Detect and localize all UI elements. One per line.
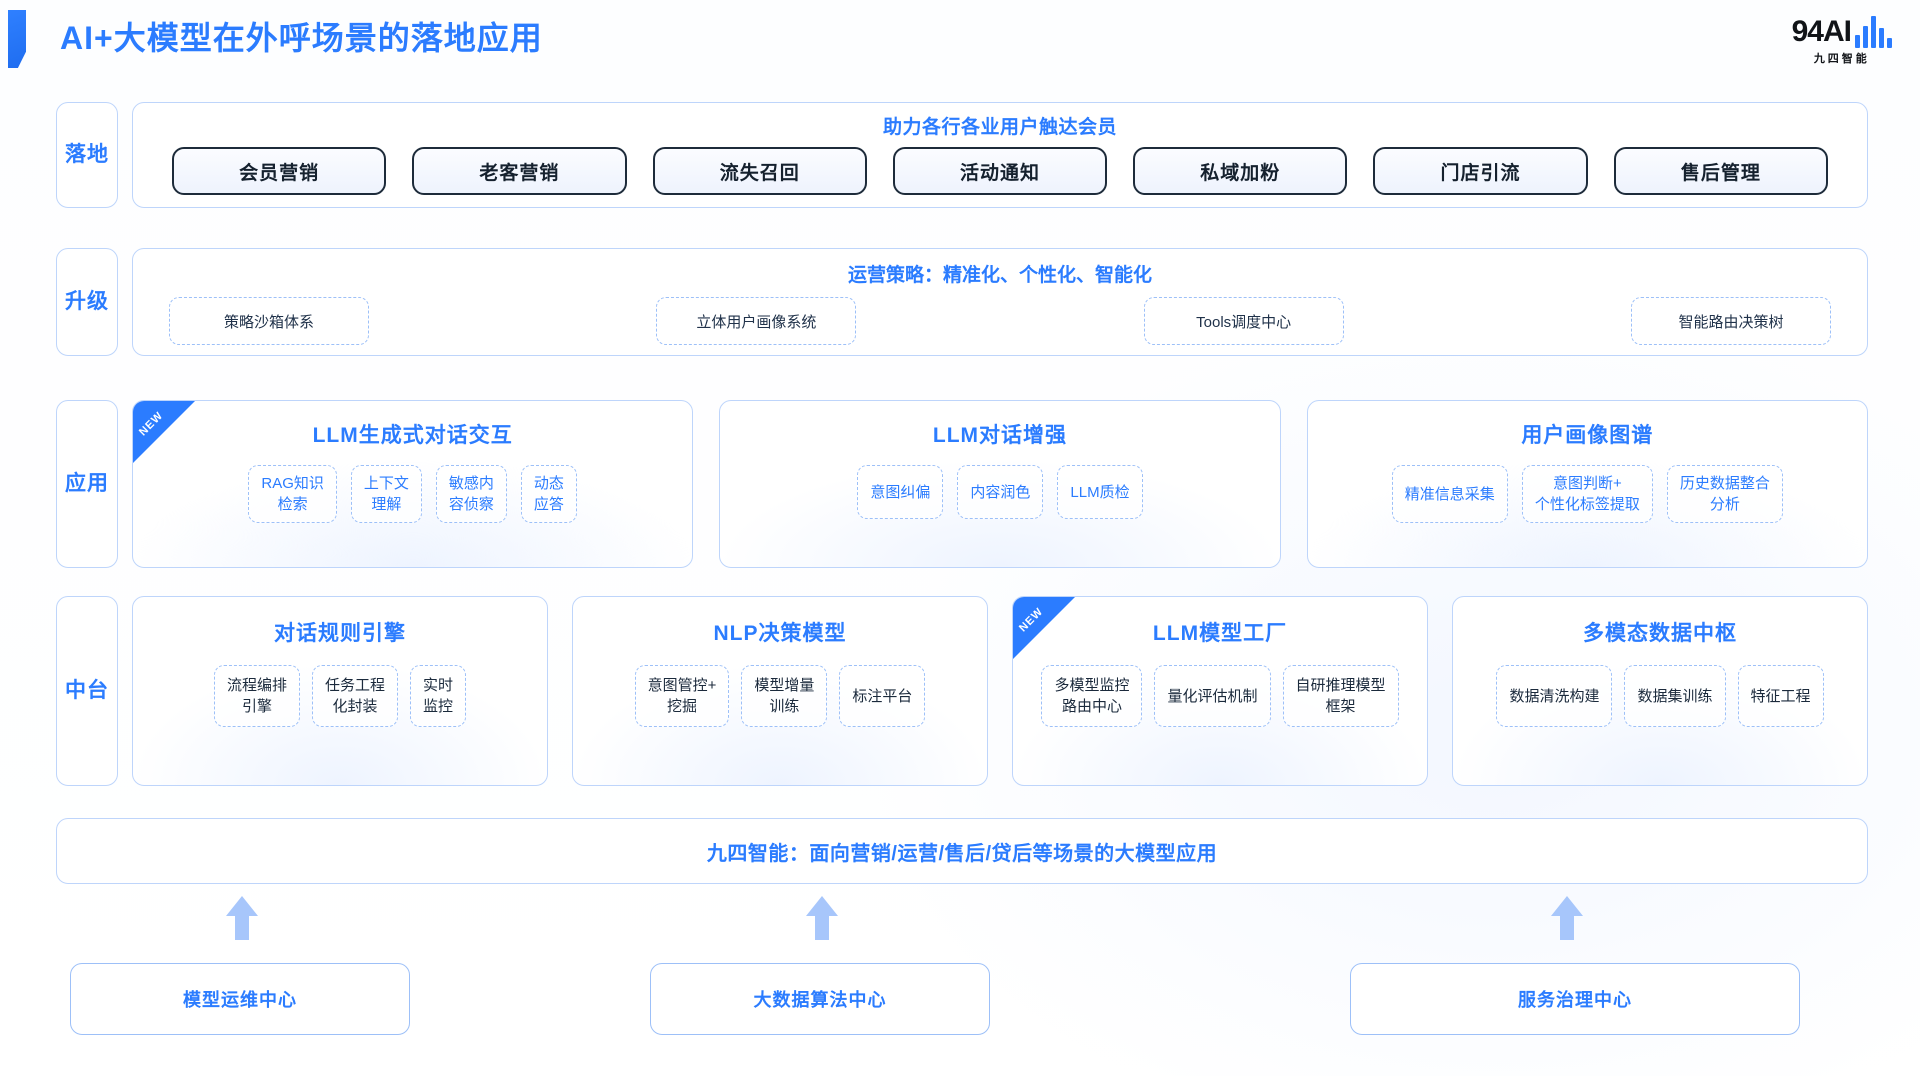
new-badge-label: NEW	[136, 409, 166, 439]
summary-banner-text: 九四智能：面向营销/运营/售后/贷后等场景的大模型应用	[706, 842, 1218, 865]
brand-logo: 94AI 九四智能	[1792, 16, 1892, 66]
upgrade-box-strip: 策略沙箱体系 立体用户画像系统 Tools调度中心 智能路由决策树	[169, 297, 1831, 345]
landing-pill[interactable]: 私域加粉	[1133, 147, 1348, 195]
feature-card-title: NLP决策模型	[713, 622, 847, 645]
logo-subtitle: 九四智能	[1813, 53, 1870, 65]
feature-tag-row: 流程编排 引擎任务工程 化封装实时 监控	[133, 665, 547, 727]
row-landing: 落地 助力各行各业用户触达会员 会员营销老客营销流失召回活动通知私域加粉门店引流…	[56, 102, 1868, 208]
new-badge-icon: NEW	[133, 401, 195, 463]
landing-pill[interactable]: 售后管理	[1613, 147, 1828, 195]
new-badge-icon: NEW	[1013, 597, 1075, 659]
feature-tag[interactable]: 意图纠偏	[857, 465, 944, 519]
landing-pill[interactable]: 流失召回	[652, 147, 867, 195]
row-label-upgrade-text: 升级	[65, 290, 109, 313]
row-label-application: 应用	[56, 400, 118, 568]
row-label-landing: 落地	[56, 102, 118, 208]
row-label-application-text: 应用	[65, 472, 109, 495]
footer-support-card[interactable]: 大数据算法中心	[650, 963, 990, 1035]
feature-tag[interactable]: 意图判断+ 个性化标签提取	[1521, 465, 1653, 523]
feature-tag[interactable]: 上下文 理解	[350, 465, 422, 523]
feature-card-title: 用户画像图谱	[1521, 424, 1654, 447]
feature-tag-row: 数据清洗构建数据集训练特征工程	[1453, 665, 1867, 727]
header-accent-shape	[8, 10, 26, 68]
feature-card-title: 对话规则引擎	[274, 622, 406, 645]
logo-top-row: 94AI	[1792, 16, 1892, 48]
row-label-landing-text: 落地	[65, 143, 109, 166]
feature-tag[interactable]: 精准信息采集	[1391, 465, 1508, 523]
feature-tag[interactable]: 数据集训练	[1624, 665, 1726, 727]
upgrade-box[interactable]: Tools调度中心	[1143, 297, 1344, 345]
feature-card[interactable]: 多模态数据中枢数据清洗构建数据集训练特征工程	[1452, 596, 1868, 786]
up-arrow-icon	[805, 895, 839, 941]
row-label-midplatform-text: 中台	[65, 679, 109, 702]
feature-tag[interactable]: 意图管控+ 挖掘	[634, 665, 730, 727]
footer-support-card[interactable]: 模型运维中心	[70, 963, 410, 1035]
landing-pill-strip: 会员营销老客营销流失召回活动通知私域加粉门店引流售后管理	[159, 147, 1841, 195]
feature-tag[interactable]: 内容润色	[957, 465, 1044, 519]
feature-card-title: 多模态数据中枢	[1583, 622, 1737, 645]
row-upgrade: 升级 运营策略：精准化、个性化、智能化 策略沙箱体系 立体用户画像系统 Tools调…	[56, 248, 1868, 356]
landing-pill[interactable]: 门店引流	[1373, 147, 1588, 195]
row-label-midplatform: 中台	[56, 596, 118, 786]
waveform-icon	[1855, 16, 1892, 48]
row-landing-body: 助力各行各业用户触达会员 会员营销老客营销流失召回活动通知私域加粉门店引流售后管…	[132, 102, 1868, 208]
feature-card-title: LLM生成式对话交互	[312, 424, 513, 447]
feature-tag[interactable]: 多模型监控 路由中心	[1041, 665, 1143, 727]
new-badge-label: NEW	[1016, 605, 1046, 635]
feature-tag-row: 多模型监控 路由中心量化评估机制自研推理模型 框架	[1013, 665, 1427, 727]
feature-card[interactable]: NLP决策模型意图管控+ 挖掘模型增量 训练标注平台	[572, 596, 988, 786]
feature-tag-row: RAG知识 检索上下文 理解敏感内 容侦察动态 应答	[133, 465, 692, 523]
logo-wordmark: 94AI	[1791, 15, 1852, 48]
landing-pill[interactable]: 活动通知	[892, 147, 1108, 195]
page-title: AI+大模型在外呼场景的落地应用	[60, 20, 543, 56]
feature-tag-row: 精准信息采集意图判断+ 个性化标签提取历史数据整合 分析	[1308, 465, 1867, 523]
up-arrow-icon	[1550, 895, 1584, 941]
feature-tag-row: 意图管控+ 挖掘模型增量 训练标注平台	[573, 665, 987, 727]
summary-banner: 九四智能：面向营销/运营/售后/贷后等场景的大模型应用	[56, 818, 1868, 884]
landing-pill[interactable]: 会员营销	[172, 147, 387, 195]
feature-tag[interactable]: 实时 监控	[410, 665, 467, 727]
feature-tag[interactable]: 动态 应答	[520, 465, 577, 523]
feature-card-title: LLM模型工厂	[1152, 622, 1288, 645]
feature-card[interactable]: NEW LLM生成式对话交互 RAG知识 检索上下文 理解敏感内 容侦察动态 应答	[132, 400, 694, 568]
feature-tag[interactable]: 模型增量 训练	[741, 665, 828, 727]
feature-tag[interactable]: 流程编排 引擎	[213, 665, 300, 727]
feature-tag[interactable]: 数据清洗构建	[1496, 665, 1613, 727]
feature-card-title: LLM对话增强	[932, 424, 1068, 447]
feature-tag[interactable]: 自研推理模型 框架	[1282, 665, 1399, 727]
feature-tag[interactable]: 标注平台	[839, 665, 926, 727]
slide-header: AI+大模型在外呼场景的落地应用 94AI 九四智能	[0, 0, 1920, 82]
feature-tag[interactable]: 任务工程 化封装	[311, 665, 398, 727]
row-label-upgrade: 升级	[56, 248, 118, 356]
feature-card[interactable]: 对话规则引擎流程编排 引擎任务工程 化封装实时 监控	[132, 596, 548, 786]
feature-tag[interactable]: 量化评估机制	[1154, 665, 1271, 727]
landing-pill[interactable]: 老客营销	[412, 147, 627, 195]
footer-support-card[interactable]: 服务治理中心	[1350, 963, 1800, 1035]
feature-tag[interactable]: 历史数据整合 分析	[1666, 465, 1783, 523]
landing-caption: 助力各行各业用户触达会员	[882, 117, 1117, 138]
upgrade-box[interactable]: 立体用户画像系统	[656, 297, 857, 345]
upgrade-caption: 运营策略：精准化、个性化、智能化	[847, 265, 1152, 286]
upgrade-box[interactable]: 策略沙箱体系	[169, 297, 369, 345]
up-arrow-icon	[225, 895, 259, 941]
feature-tag[interactable]: 敏感内 容侦察	[435, 465, 507, 523]
footer-support-layer: 模型运维中心 大数据算法中心 服务治理中心	[70, 895, 1860, 1055]
feature-card[interactable]: 用户画像图谱精准信息采集意图判断+ 个性化标签提取历史数据整合 分析	[1306, 400, 1868, 568]
feature-tag[interactable]: RAG知识 检索	[248, 465, 337, 523]
application-card-list: NEW LLM生成式对话交互 RAG知识 检索上下文 理解敏感内 容侦察动态 应答 L…	[132, 400, 1868, 568]
upgrade-box[interactable]: 智能路由决策树	[1630, 297, 1831, 345]
feature-tag[interactable]: LLM质检	[1057, 465, 1143, 519]
row-upgrade-body: 运营策略：精准化、个性化、智能化 策略沙箱体系 立体用户画像系统 Tools调度中心…	[132, 248, 1868, 356]
row-application: 应用 NEW LLM生成式对话交互 RAG知识 检索上下文 理解敏感内 容侦察动态 …	[56, 400, 1868, 568]
feature-tag[interactable]: 特征工程	[1737, 665, 1824, 727]
